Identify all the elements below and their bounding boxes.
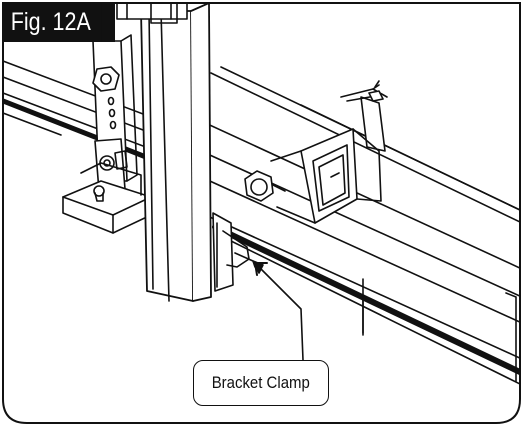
- bracket-clamp-callout: Bracket Clamp: [193, 360, 329, 406]
- square-tube-receiver: [270, 80, 388, 224]
- upper-rail: [3, 60, 154, 162]
- bracket-clamp: [212, 212, 256, 292]
- bracket-top-nut: [92, 66, 120, 92]
- vertical-post: [116, 3, 212, 302]
- bracket-clamp-callout-text: Bracket Clamp: [211, 373, 311, 392]
- slotted-bracket: [92, 34, 138, 192]
- base-foot-plate: [62, 162, 152, 234]
- callout-leader: [252, 260, 304, 361]
- beam-bolt: [244, 170, 286, 202]
- figure-label: Fig. 12A: [3, 3, 102, 42]
- main-beam: [200, 120, 520, 386]
